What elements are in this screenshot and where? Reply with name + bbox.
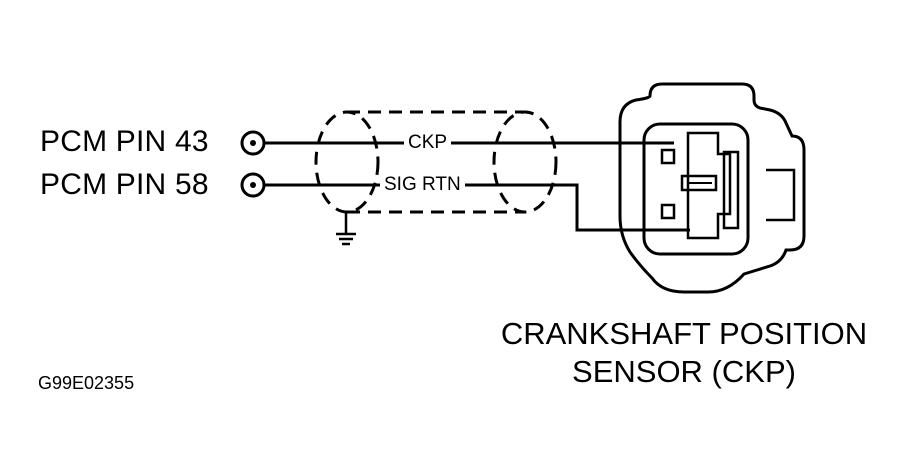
- connector-latch: [766, 168, 796, 222]
- sig-rtn-wire: [264, 183, 690, 232]
- pin-43-label: PCM PIN 43: [40, 125, 209, 158]
- sig-rtn-signal-label: SIG RTN: [380, 175, 465, 194]
- sensor-caption: CRANKSHAFT POSITION SENSOR (CKP): [478, 315, 890, 391]
- keying-slot: [722, 150, 740, 230]
- pin-58-terminal-icon: [240, 172, 266, 198]
- pin-58-label: PCM PIN 58: [40, 168, 209, 201]
- terminal-sig-rtn: [660, 203, 676, 220]
- connector-housing: [618, 82, 806, 294]
- center-latch: [680, 174, 718, 192]
- wires: [264, 141, 690, 232]
- terminal-block: [686, 131, 732, 240]
- connector-socket: [642, 122, 750, 256]
- shield-left-end: [314, 110, 380, 214]
- sensor-name-line1: CRANKSHAFT POSITION: [500, 316, 868, 351]
- shielded-cable: [314, 110, 558, 214]
- terminal-ckp: [660, 148, 676, 165]
- ckp-signal-label: CKP: [404, 133, 452, 152]
- sensor-connector-icon: [618, 82, 806, 294]
- shield-right-end: [492, 110, 558, 214]
- ground-symbol-icon: [336, 212, 356, 246]
- sensor-name-line2: SENSOR (CKP): [572, 353, 796, 389]
- figure-id: G99E02355: [38, 373, 135, 393]
- pin-43-terminal-icon: [240, 130, 266, 156]
